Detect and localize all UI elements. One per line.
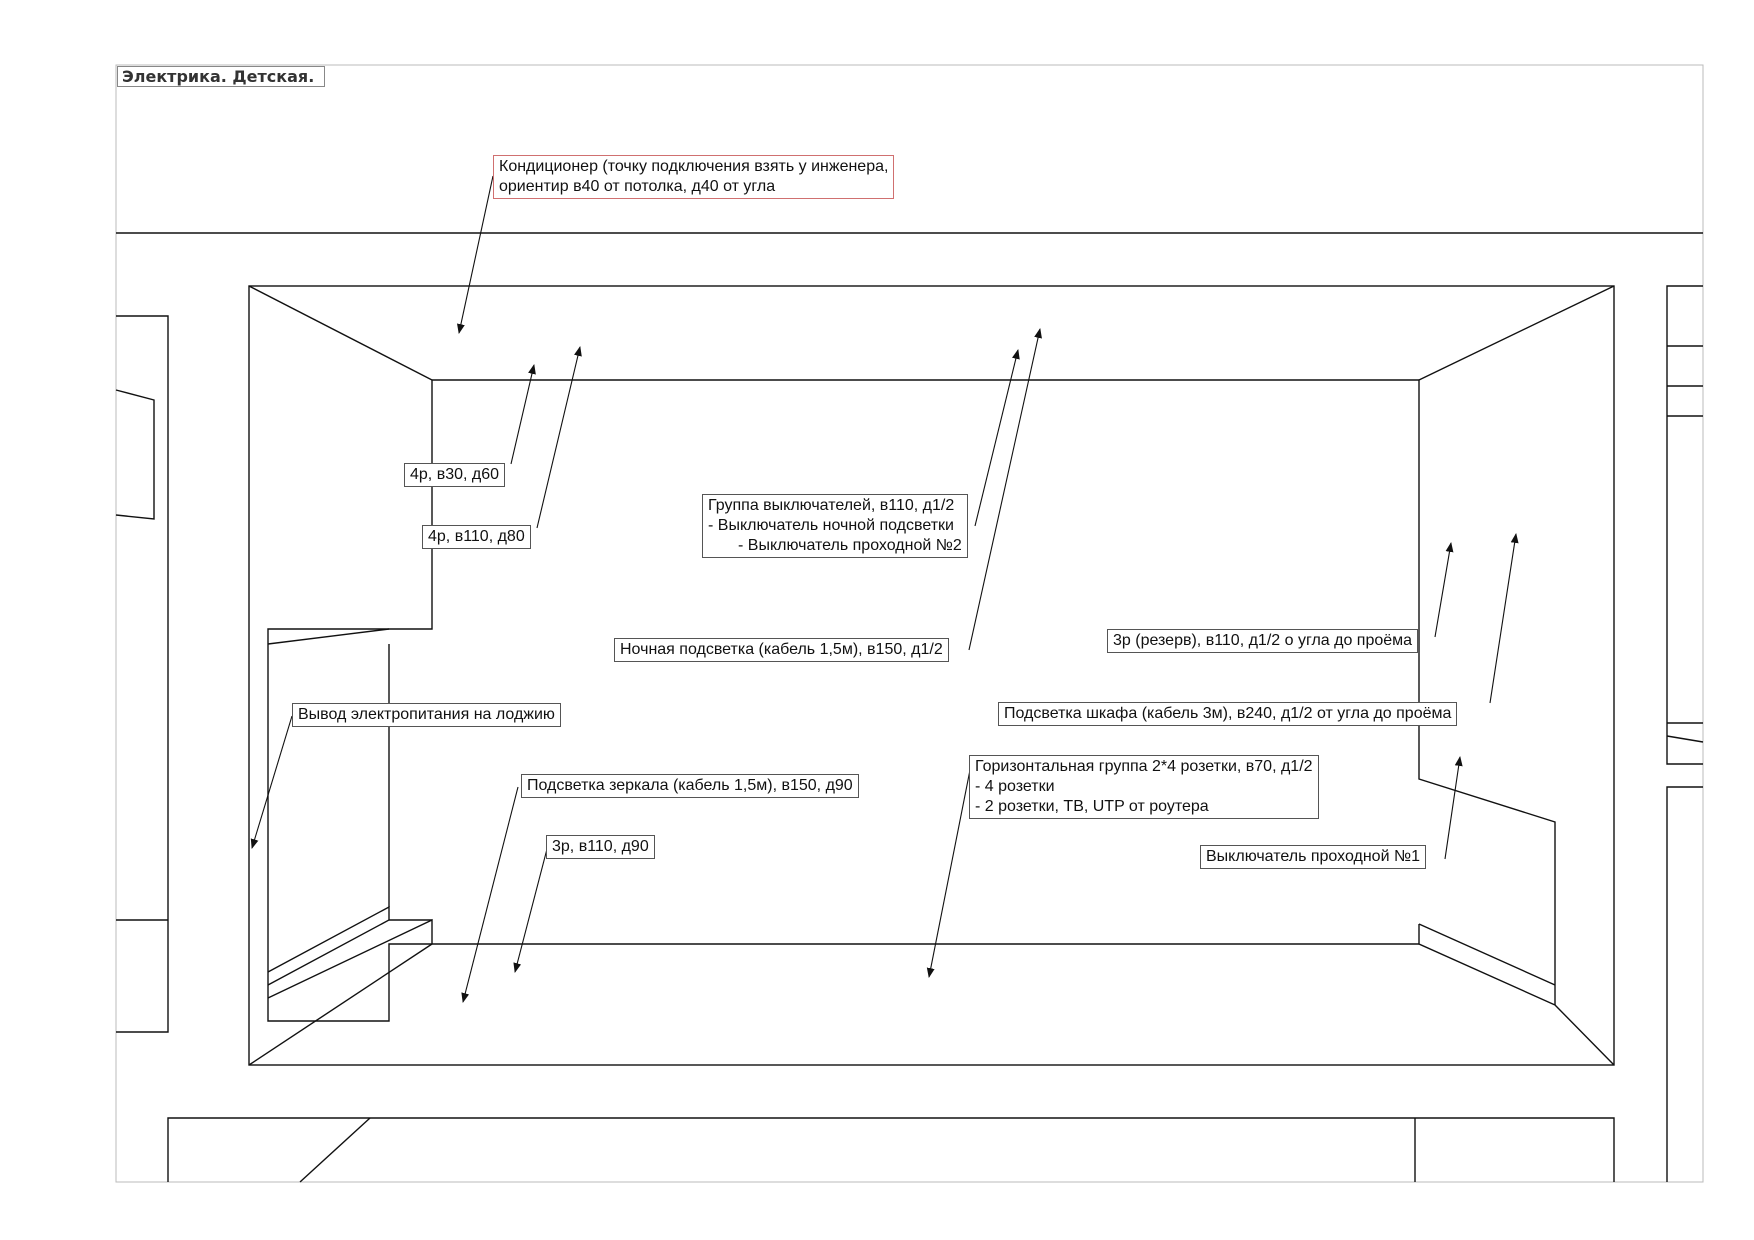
wardrobe-light-leader	[1489, 533, 1519, 704]
leader-arrows	[250, 175, 1519, 1003]
switch-group-leader	[974, 349, 1020, 527]
socket-4p-v110-leader	[536, 346, 582, 529]
label-horizontal-group-line-1: Горизонтальная группа 2*4 розетки, в70, …	[975, 758, 1313, 775]
label-night-light: Ночная подсветка (кабель 1,5м), в150, д1…	[614, 638, 949, 662]
label-horizontal-group-line-2: - 4 розетки	[975, 778, 1055, 795]
loggia-power-leader	[250, 715, 293, 849]
socket-3p-leader	[513, 848, 548, 973]
label-conditioner-line-1: Кондиционер (точку подключения взять у и…	[499, 158, 889, 175]
label-horizontal-group-line-3: - 2 розетки, ТВ, UTP от роутера	[975, 798, 1209, 815]
label-conditioner-line-2: ориентир в40 от потолка, д40 от угла	[499, 178, 776, 195]
label-mirror-light: Подсветка зеркала (кабель 1,5м), в150, д…	[521, 774, 859, 798]
socket-4p-v30-leader	[510, 364, 536, 465]
mirror-light-leader	[461, 786, 519, 1003]
label-socket-4p-v30: 4р, в30, д60	[404, 463, 506, 487]
label-wardrobe-light: Подсветка шкафа (кабель 3м), в240, д1/2 …	[998, 702, 1458, 726]
label-switch-group-line-3: - Выключатель проходной №2	[738, 537, 962, 554]
label-switch-group: Группа выключателей, в110, д1/2 - Выключ…	[702, 494, 968, 558]
room-walls	[115, 232, 1704, 1183]
label-switch-group-line-2: - Выключатель ночной подсветки	[708, 517, 954, 534]
night-light-leader	[968, 328, 1042, 651]
label-pass-switch-1: Выключатель проходной №1	[1200, 845, 1427, 869]
label-socket-3p: 3р, в110, д90	[546, 835, 655, 859]
sheet-frame	[115, 64, 1704, 1183]
reserve-3p-leader	[1434, 542, 1454, 638]
label-switch-group-line-1: Группа выключателей, в110, д1/2	[708, 497, 955, 514]
label-conditioner: Кондиционер (точку подключения взять у и…	[493, 155, 895, 199]
label-loggia-power: Вывод электропитания на лоджию	[292, 703, 561, 727]
label-horizontal-group: Горизонтальная группа 2*4 розетки, в70, …	[969, 755, 1319, 819]
label-socket-4p-v110: 4р, в110, д80	[422, 525, 531, 549]
pass-switch-1-leader	[1444, 756, 1463, 860]
label-reserve-3p: 3р (резерв), в110, д1/2 о угла до проёма	[1107, 629, 1419, 653]
conditioner-leader	[457, 175, 494, 334]
horizontal-group-leader	[926, 769, 971, 978]
sheet-title: Электрика. Детская.	[117, 66, 325, 87]
